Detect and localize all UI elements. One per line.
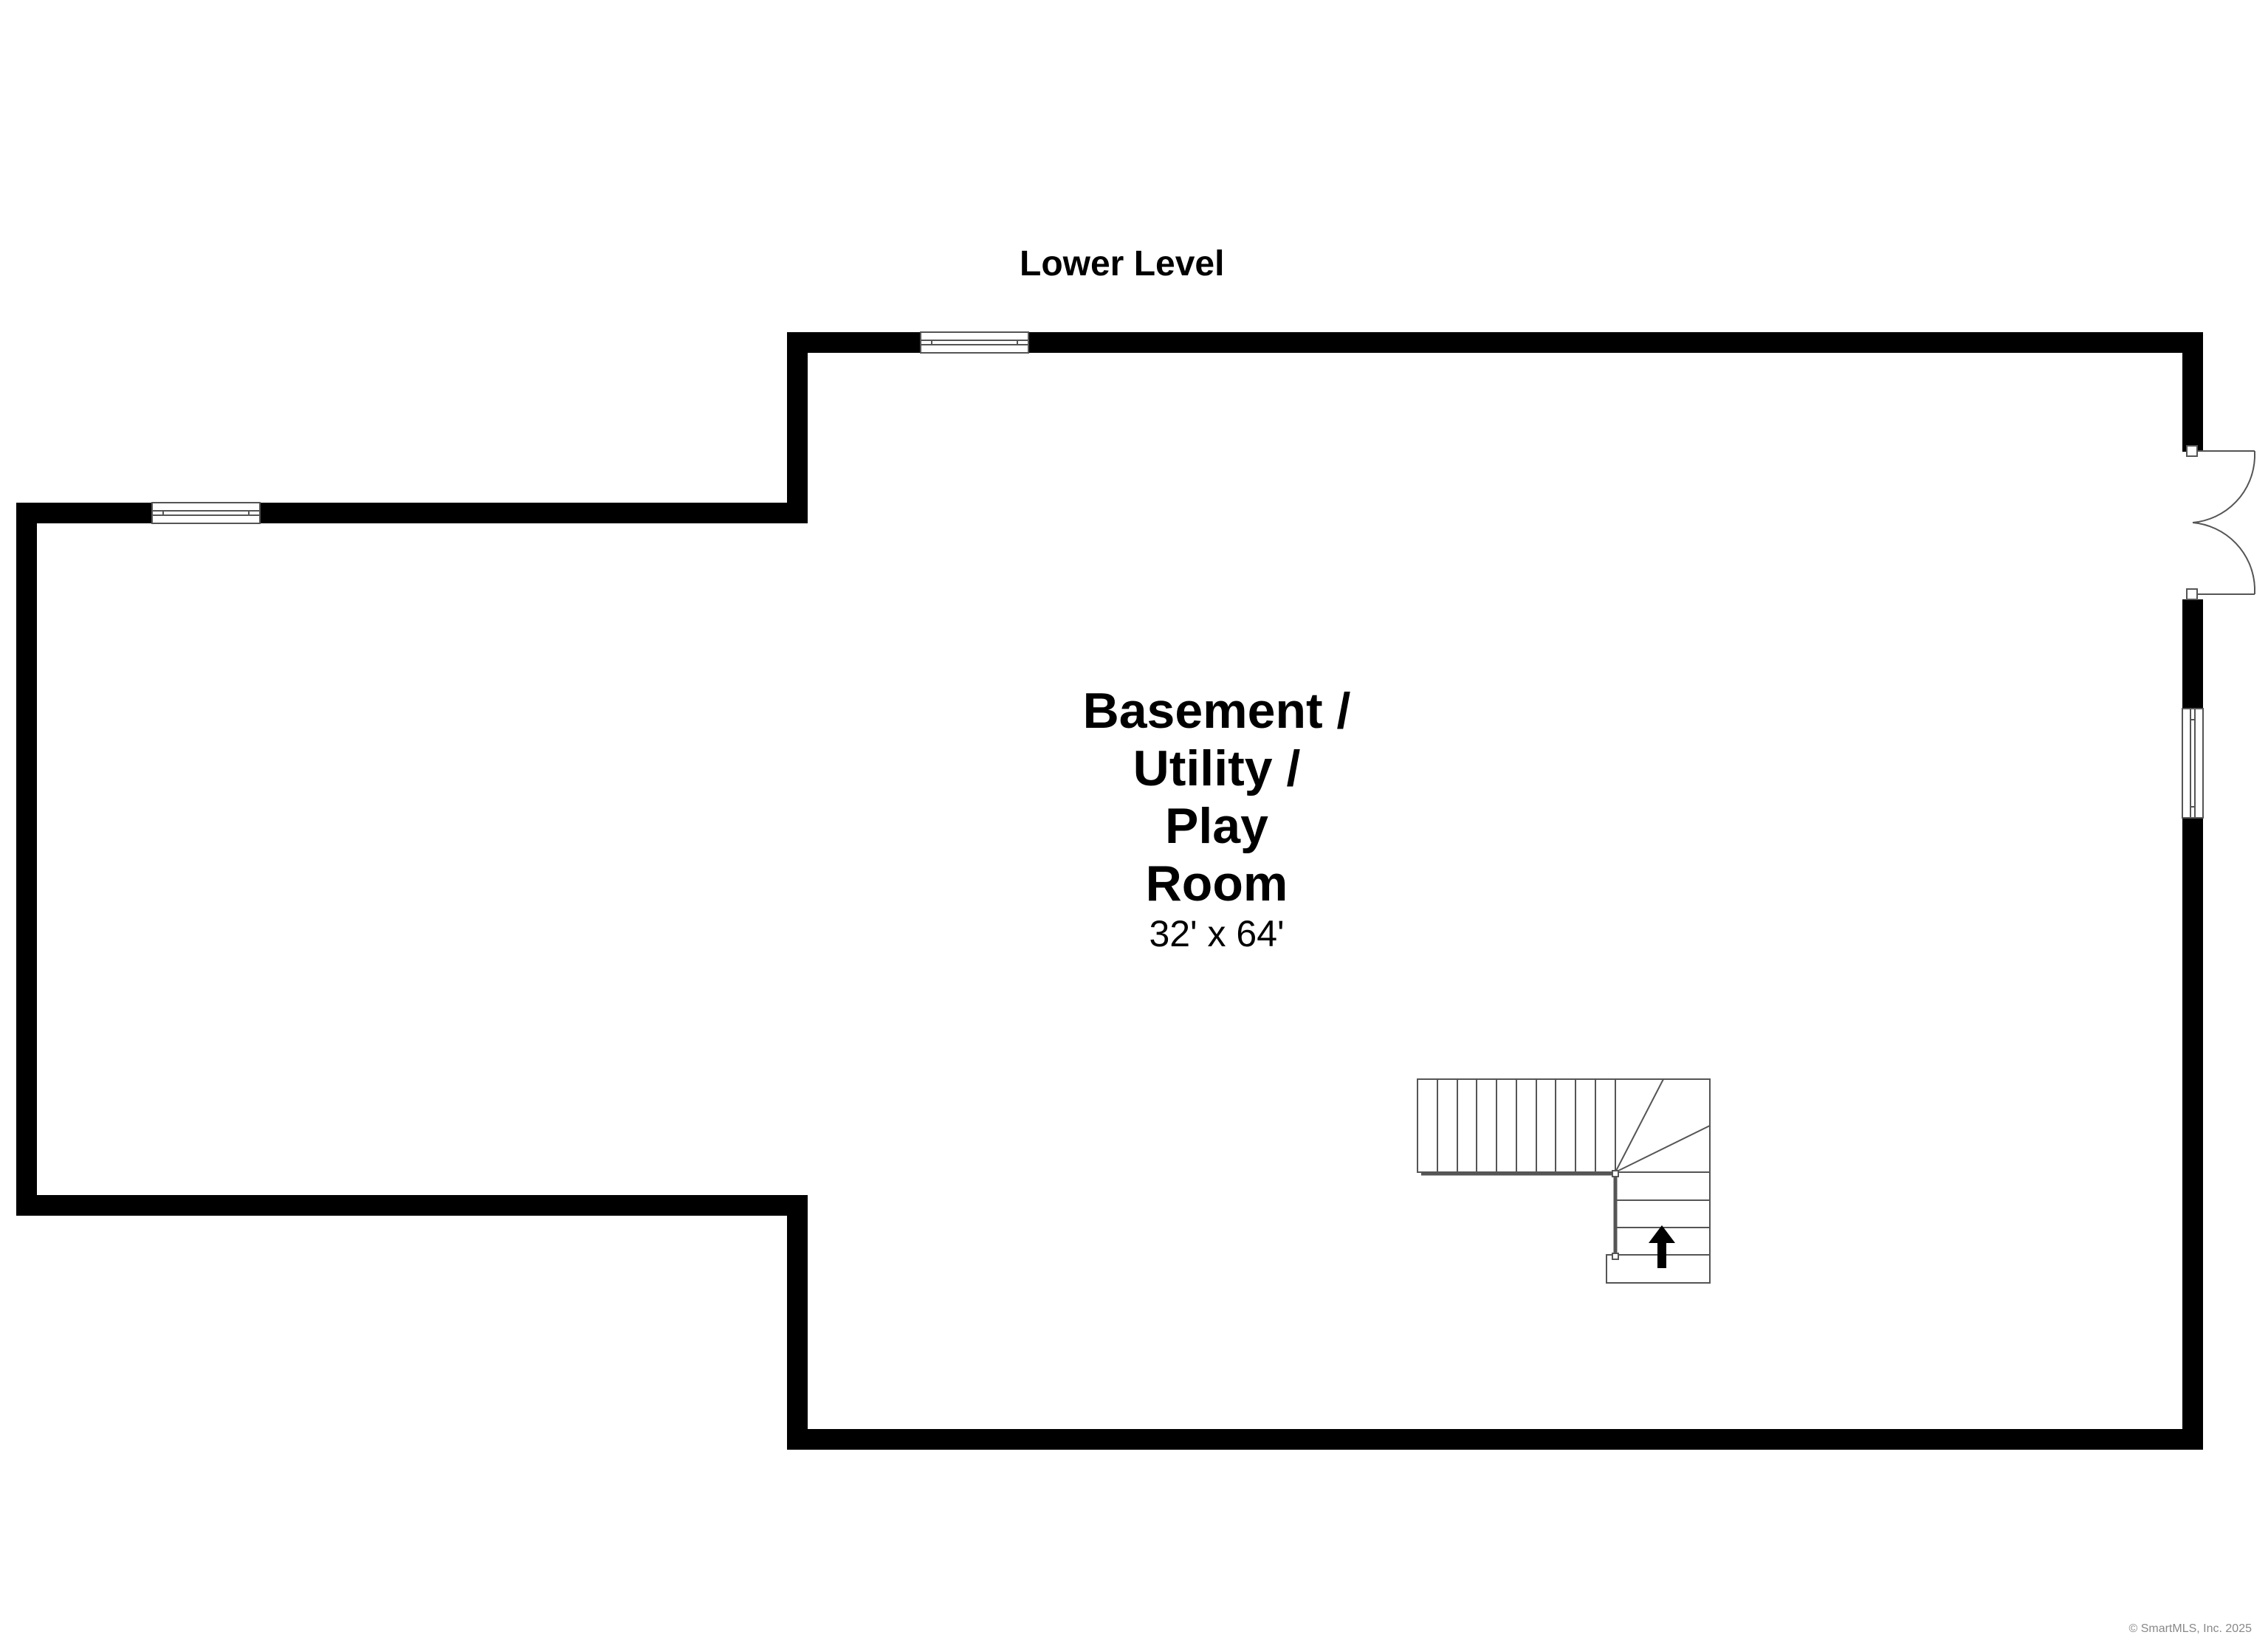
window [151,502,261,524]
window [920,331,1029,354]
room-name-line: Room [1145,856,1288,912]
room-label: Basement / Utility / Play Room 32' x 64' [951,682,1482,955]
window [2182,708,2204,819]
room-dimensions: 32' x 64' [1149,913,1285,954]
room-name-line: Basement / [1082,683,1351,739]
copyright-notice: © SmartMLS, Inc. 2025 [2128,1622,2252,1635]
arrow-up-icon [1649,1225,1675,1268]
double-door [2186,445,2255,600]
room-name-line: Utility / [1133,740,1301,796]
room-name-line: Play [1165,798,1268,854]
level-title: Lower Level [1020,244,1225,283]
exterior-walls [16,332,2203,1450]
